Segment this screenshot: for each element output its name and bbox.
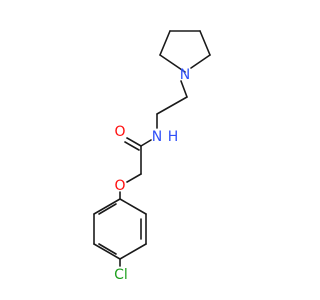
- bond-ch2-o: [126, 173, 142, 183]
- atom-n-amide: N: [152, 129, 162, 145]
- bond-carbonyl-double-1: [126, 137, 142, 147]
- atom-n-pyrrolidine: N: [180, 67, 190, 83]
- bond-ring-c5-n: [190, 54, 211, 69]
- bond-ring-a4-a5: [93, 243, 121, 260]
- bond-n-ch2a: [180, 80, 188, 98]
- bond-ring-inner-3: [98, 203, 117, 215]
- atom-o-carbonyl: O: [114, 124, 125, 140]
- bond-ring-a6-a1: [93, 198, 121, 215]
- molecule-structure: N N H O O Cl: [93, 30, 211, 283]
- atom-labels: N N H O O Cl: [114, 67, 190, 283]
- bonds: [93, 30, 211, 267]
- atom-h-amide: H: [168, 129, 179, 145]
- bond-ring-a1-a2: [119, 198, 147, 215]
- bond-ring-inner-2: [98, 243, 117, 255]
- bond-carbonyl-double-2: [124, 141, 140, 151]
- atom-cl: Cl: [114, 267, 128, 283]
- bond-ring-c4-c5: [199, 30, 211, 56]
- bond-ring-n-c2: [159, 54, 186, 73]
- atom-o-ether: O: [114, 178, 125, 194]
- bond-ch2a-ch2b: [156, 96, 188, 115]
- bond-ring-c2-c3: [159, 30, 171, 56]
- bond-nh-carbonyl-c: [140, 139, 152, 147]
- bond-ring-a3-a4: [119, 243, 147, 260]
